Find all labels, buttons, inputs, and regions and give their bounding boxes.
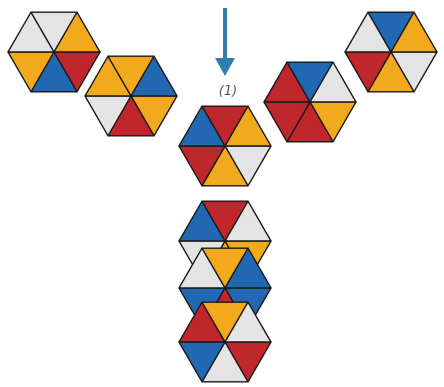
drop-arrow [215,8,235,76]
hex-tile-center[interactable] [178,105,272,187]
position-marker-label: (1) [218,84,238,99]
triangle-center-5 [224,105,272,147]
triangle-stem-bottom-5 [224,301,272,343]
hex-tile-left-outer[interactable] [7,11,101,93]
triangle-right-inner-5 [309,61,357,103]
hex-tiles-layer [7,11,438,383]
triangle-left-outer-5 [53,11,101,53]
triangle-right-outer-5 [390,11,438,53]
hex-tile-right-outer[interactable] [344,11,438,93]
hex-tile-stem-bottom[interactable] [178,301,272,383]
triangle-left-inner-5 [130,55,178,97]
triangle-stem-upper-5 [224,200,272,242]
hex-tile-right-inner[interactable] [263,61,357,143]
triangle-stem-middle-5 [224,247,272,289]
hex-tile-left-inner[interactable] [84,55,178,137]
